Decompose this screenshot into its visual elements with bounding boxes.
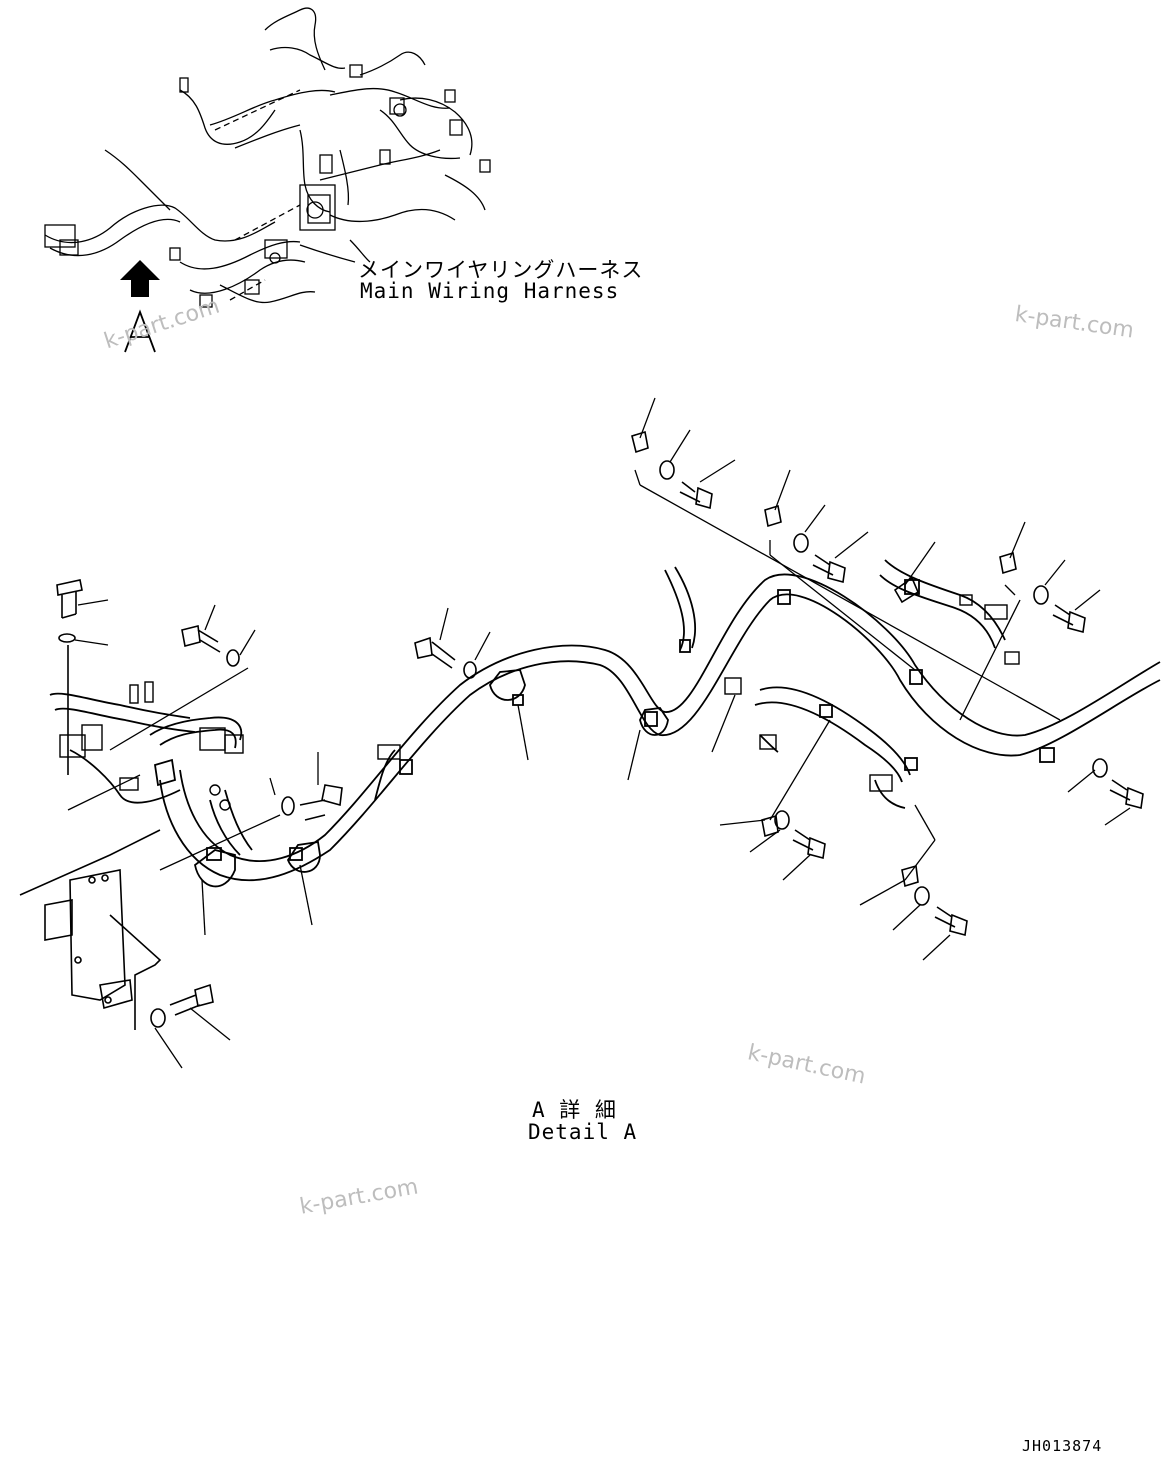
- harness-tube: [49, 559, 1161, 882]
- harness-label-en: Main Wiring Harness: [360, 279, 620, 303]
- harness-label-jp: メインワイヤリングハーネス: [358, 258, 644, 282]
- clamps: [153, 579, 1055, 888]
- leader-lines: [67, 397, 1131, 1069]
- mounting-bracket: [19, 829, 162, 1030]
- up-arrow-icon: [120, 260, 160, 297]
- detail-label-en: Detail A: [528, 1120, 638, 1144]
- fasteners: [56, 430, 1144, 1028]
- document-number: JH013874: [1022, 1437, 1103, 1455]
- junction-blocks: [59, 594, 1020, 811]
- overview-harness: [44, 7, 491, 308]
- detail-label-jp: A 詳 細: [532, 1098, 617, 1122]
- view-letter-a: [124, 309, 156, 353]
